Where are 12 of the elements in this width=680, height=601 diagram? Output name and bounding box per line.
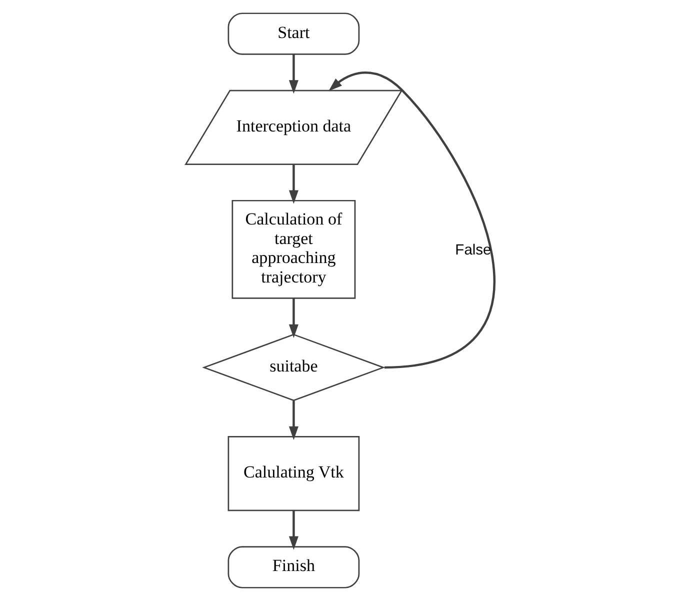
node-box: Start — [228, 12, 360, 55]
arrow — [288, 510, 298, 550]
node-diamond: suitabe — [202, 334, 386, 402]
node-box: Calculation of target approaching trajectory — [232, 200, 356, 299]
arrow — [288, 54, 298, 94]
node-box: Finish — [228, 546, 360, 588]
arrow — [288, 400, 298, 440]
node-box: Calulating Vtk — [228, 436, 360, 512]
arrow — [328, 72, 496, 369]
arrow — [288, 298, 298, 338]
edge-label: False — [455, 242, 492, 258]
arrow — [288, 164, 298, 204]
